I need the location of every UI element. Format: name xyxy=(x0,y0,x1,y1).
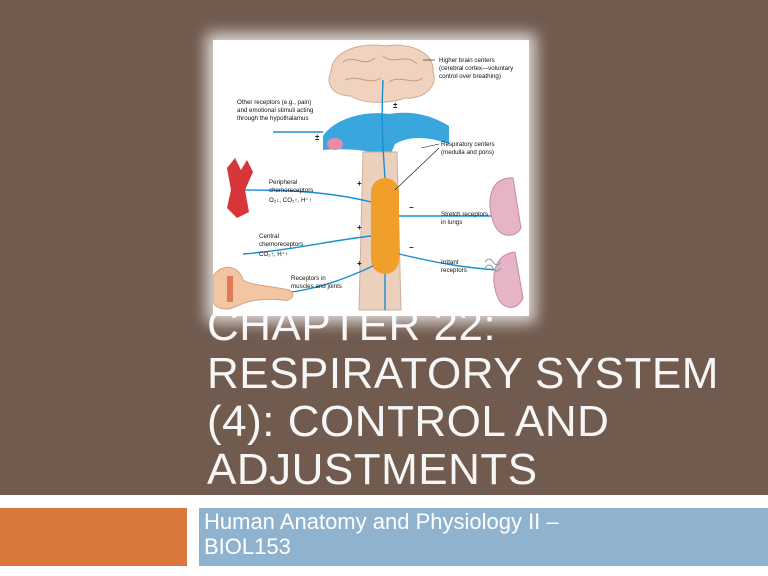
title-line: (4): CONTROL AND xyxy=(207,397,610,446)
label-peripheral-chemoreceptors: O₂↓, CO₂↑, H⁺↑ xyxy=(269,197,312,204)
sign-minus: − xyxy=(409,243,414,252)
sign-minus: − xyxy=(409,203,414,212)
lung-lower xyxy=(493,251,524,308)
label-higher-brain: (cerebral cortex—voluntary xyxy=(439,65,514,72)
sign-plus-minus: ± xyxy=(315,133,320,142)
lung-upper xyxy=(489,177,522,236)
respiratory-centers xyxy=(371,178,399,274)
slide-title: CHAPTER 22: RESPIRATORY SYSTEM (4): CONT… xyxy=(207,302,747,494)
slide-subtitle: Human Anatomy and Physiology II – BIOL15… xyxy=(204,509,724,559)
sign-plus: + xyxy=(357,179,362,188)
label-peripheral-chemoreceptors: Peripheral xyxy=(269,179,297,186)
signal-arrows xyxy=(240,79,504,310)
label-central-chemoreceptors: Central xyxy=(259,233,279,240)
respiratory-control-figure: Higher brain centers (cerebral cortex—vo… xyxy=(213,40,529,316)
label-stretch-receptors: Stretch receptors xyxy=(441,211,488,218)
carotid-artery xyxy=(227,158,253,218)
figure-illustration: Higher brain centers (cerebral cortex—vo… xyxy=(213,44,524,311)
label-other-receptors: through the hypothalamus xyxy=(237,115,309,122)
label-higher-brain: Higher brain centers xyxy=(439,57,495,64)
label-higher-brain: control over breathing) xyxy=(439,73,501,80)
label-muscle-receptors: Receptors in xyxy=(291,275,326,282)
footer-accent-orange xyxy=(0,508,187,566)
label-respiratory-centers: (medulla and pons) xyxy=(441,149,494,156)
label-peripheral-chemoreceptors: chemoreceptors xyxy=(269,187,313,194)
label-irritant-receptors: Irritant xyxy=(441,259,459,266)
label-other-receptors: Other receptors (e.g., pain) xyxy=(237,99,311,106)
label-respiratory-centers: Respiratory centers xyxy=(441,141,495,148)
brainstem-blue-region xyxy=(323,112,449,158)
label-muscle-receptors: muscles and joints xyxy=(291,283,342,290)
sign-plus-minus: ± xyxy=(393,101,398,110)
title-line: ADJUSTMENTS xyxy=(207,445,538,494)
brain-illustration xyxy=(328,44,435,103)
footer-accent-blue xyxy=(199,508,768,566)
label-other-receptors: and emotional stimuli acting xyxy=(237,107,314,114)
label-central-chemoreceptors: CO₂↑, H⁺↑ xyxy=(259,251,288,258)
pink-nucleus xyxy=(327,138,343,150)
label-stretch-receptors: in lungs xyxy=(441,219,462,226)
arm-illustration xyxy=(213,266,294,310)
label-irritant-receptors: receptors xyxy=(441,267,467,274)
subtitle-line: BIOL153 xyxy=(204,534,291,559)
sign-plus: + xyxy=(357,259,362,268)
title-line: RESPIRATORY SYSTEM xyxy=(207,349,719,398)
subtitle-line: Human Anatomy and Physiology II – xyxy=(204,509,559,534)
irritant-coil xyxy=(484,258,502,272)
sign-plus: + xyxy=(357,223,362,232)
label-central-chemoreceptors: chemoreceptors xyxy=(259,241,303,248)
joint-receptor xyxy=(227,276,233,302)
